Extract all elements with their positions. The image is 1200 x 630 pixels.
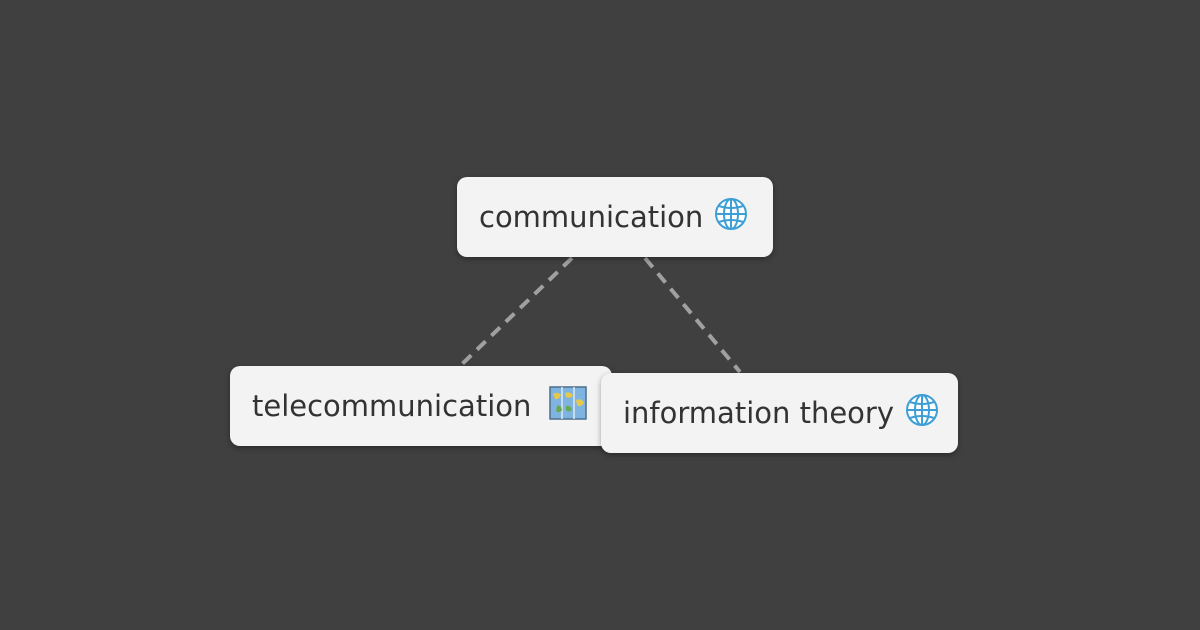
node-information-theory[interactable]: information theory <box>601 373 958 453</box>
node-communication[interactable]: communication <box>457 177 773 257</box>
node-label: telecommunication <box>252 389 532 423</box>
edge-communication-information-theory <box>643 256 742 374</box>
node-label: communication <box>479 200 704 234</box>
globe-icon <box>713 196 749 239</box>
node-telecommunication[interactable]: telecommunication <box>230 366 612 446</box>
world-map-icon <box>549 385 588 427</box>
node-label: information theory <box>623 396 895 430</box>
edge-communication-telecommunication <box>458 256 574 368</box>
globe-icon <box>904 392 940 435</box>
